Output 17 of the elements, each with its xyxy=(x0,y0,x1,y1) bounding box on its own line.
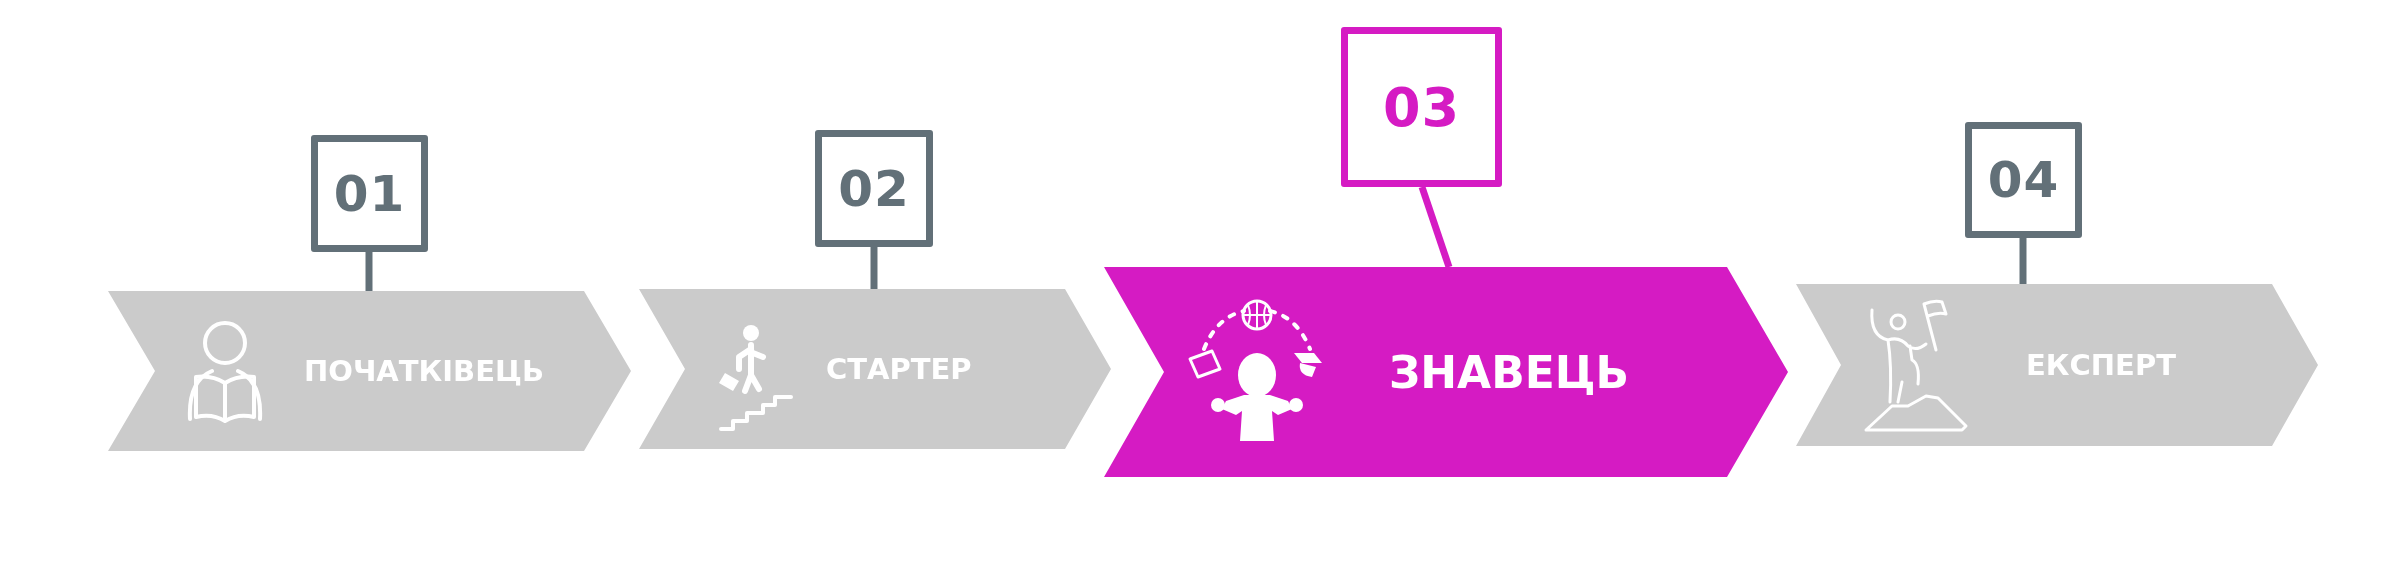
chevron-banner xyxy=(108,291,631,451)
number-box xyxy=(311,135,428,252)
chevron-banner xyxy=(1104,267,1788,477)
step-number: 01 xyxy=(333,164,406,223)
step-number: 02 xyxy=(838,159,910,218)
chevron-banner xyxy=(639,289,1111,449)
connector-line xyxy=(2019,238,2027,284)
chevron-banner xyxy=(1796,284,2318,446)
level-label: ЗНАВЕЦЬ xyxy=(1389,346,1630,398)
number-box xyxy=(815,130,933,247)
connector-line xyxy=(1418,185,1453,269)
number-box xyxy=(1965,122,2082,238)
connector-line xyxy=(365,252,373,291)
step-number: 04 xyxy=(1987,151,2060,209)
step-number: 03 xyxy=(1382,75,1461,139)
number-box xyxy=(1341,27,1502,187)
connector-line xyxy=(870,247,878,289)
